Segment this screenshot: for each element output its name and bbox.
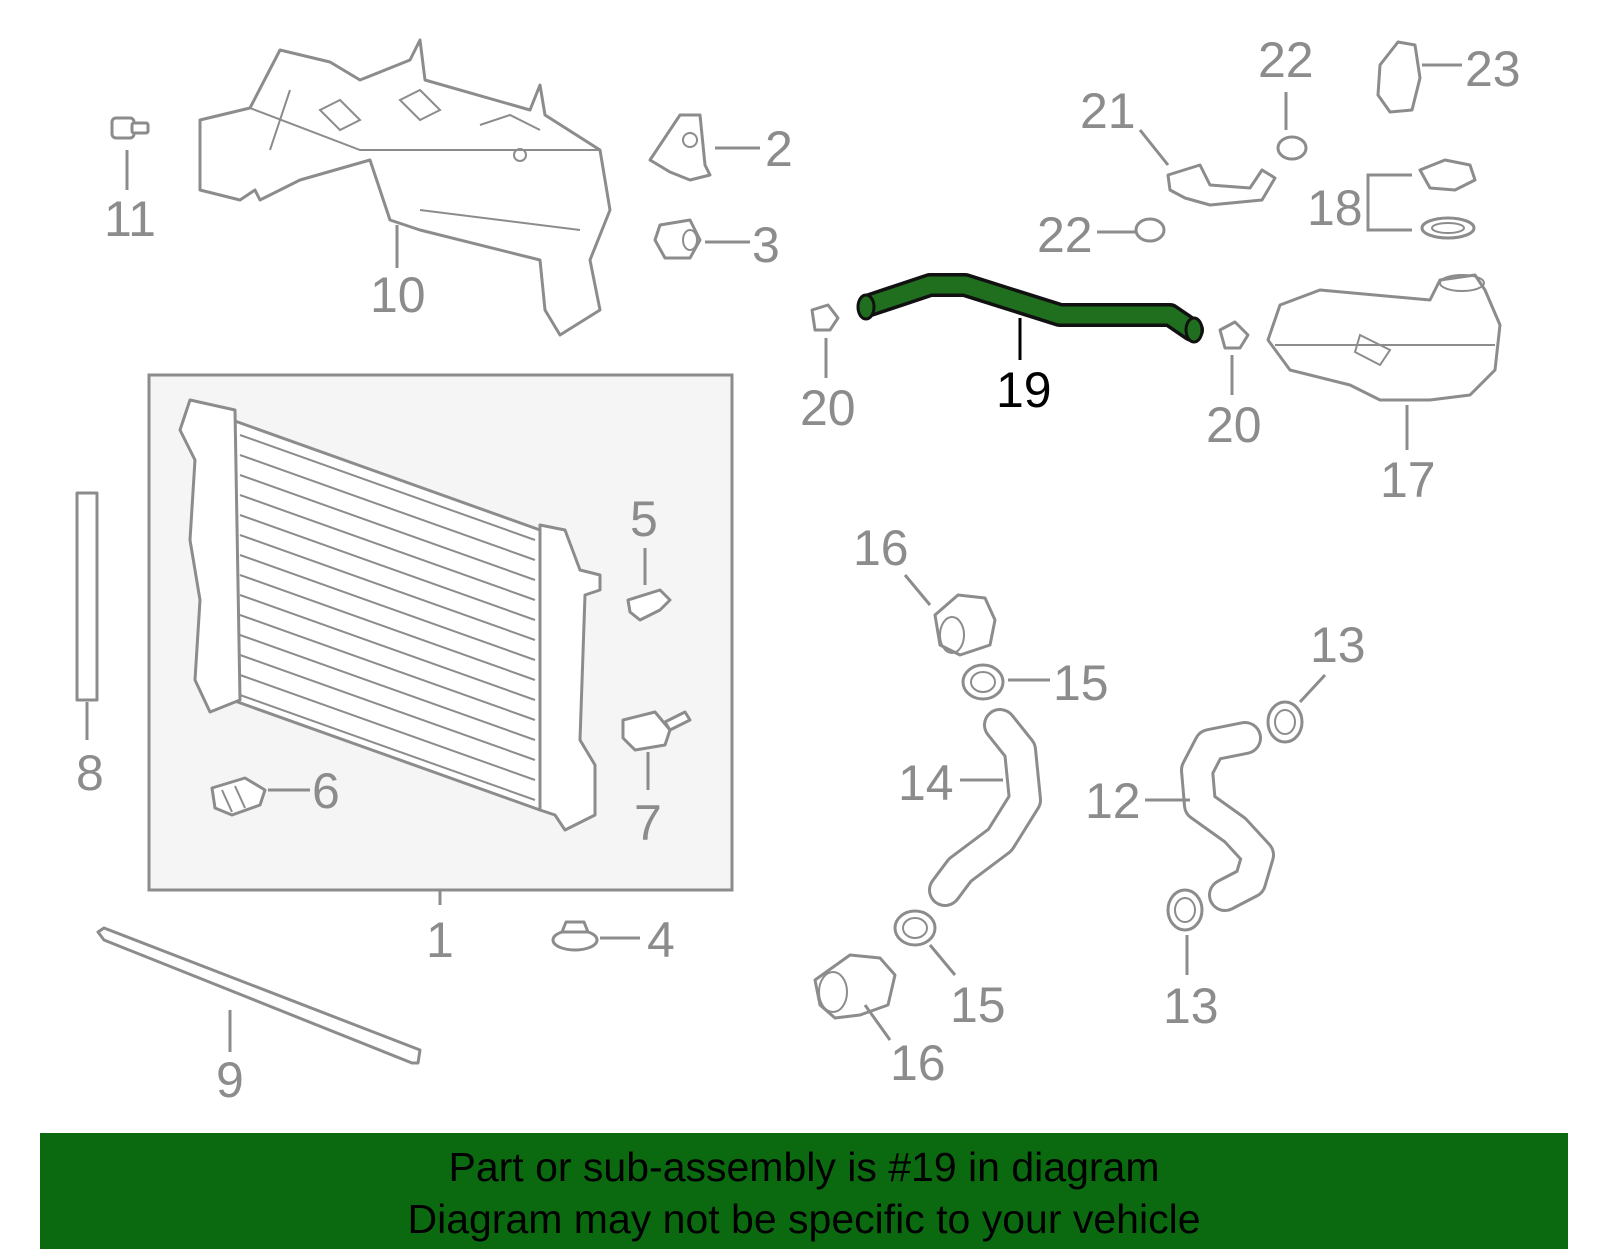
part-21-outlet-pipe xyxy=(1166,163,1277,207)
callout-5: 5 xyxy=(630,491,658,547)
callout-16b: 16 xyxy=(890,1035,946,1091)
part-6-drain-plug xyxy=(210,776,267,817)
part-18-seal xyxy=(1420,216,1476,240)
part-15-clamp-lower xyxy=(893,909,937,947)
callout-21: 21 xyxy=(1080,83,1136,139)
banner-line-disclaimer: Diagram may not be specific to your vehi… xyxy=(407,1196,1201,1242)
callout-23: 23 xyxy=(1465,41,1521,97)
part-4-retainer xyxy=(551,920,599,952)
leader-15b xyxy=(928,944,957,976)
callout-22a: 22 xyxy=(1258,32,1314,88)
part-11-bolt xyxy=(110,116,150,140)
leader-16a xyxy=(903,574,932,606)
callout-17: 17 xyxy=(1380,452,1436,508)
callout-12: 12 xyxy=(1085,773,1141,829)
callout-6: 6 xyxy=(312,763,340,819)
leader-13a xyxy=(1298,673,1327,704)
part-1-radiator xyxy=(178,398,602,832)
part-17-reservoir xyxy=(1266,273,1502,402)
part-3-insulator xyxy=(653,218,702,260)
part-13-clamp-lower xyxy=(1166,888,1204,932)
callout-20b: 20 xyxy=(1206,397,1262,453)
callout-4: 4 xyxy=(647,912,675,968)
callout-14: 14 xyxy=(898,755,954,811)
part-23-sensor xyxy=(1376,40,1422,114)
callout-11: 11 xyxy=(104,191,156,247)
callout-16a: 16 xyxy=(853,520,909,576)
leader-21 xyxy=(1138,129,1170,166)
callout-9: 9 xyxy=(216,1052,244,1108)
callout-20a: 20 xyxy=(800,380,856,436)
callout-3: 3 xyxy=(752,217,780,273)
part-16-outlet-lower xyxy=(813,953,897,1020)
part-12-hose xyxy=(1180,721,1275,912)
leader-18 xyxy=(1366,173,1412,232)
part-14-hose xyxy=(928,708,1042,907)
banner-line-part: Part or sub-assembly is #19 in diagram xyxy=(448,1144,1160,1190)
part-20-clamp-right xyxy=(1218,320,1250,350)
callout-13a: 13 xyxy=(1310,617,1366,673)
callout-22b: 22 xyxy=(1037,207,1093,263)
part-10-air-baffle xyxy=(198,38,612,337)
part-7-sensor xyxy=(621,710,692,752)
part-18-cap xyxy=(1418,158,1477,192)
part-5-sensor xyxy=(626,588,672,622)
info-banner: Part or sub-assembly is #19 in diagram D… xyxy=(40,1133,1568,1249)
callout-15a: 15 xyxy=(1053,655,1109,711)
part-19-hose-highlighted xyxy=(856,273,1204,344)
callout-18: 18 xyxy=(1307,180,1363,236)
callout-2: 2 xyxy=(765,121,793,177)
part-22-clamp-lower xyxy=(1134,217,1166,243)
part-13-clamp-upper xyxy=(1266,700,1304,744)
callout-7: 7 xyxy=(634,795,662,851)
part-16-outlet-upper xyxy=(933,593,997,657)
part-2-bracket xyxy=(648,113,712,182)
part-22-clamp-upper xyxy=(1276,135,1308,161)
part-9-lower-seal xyxy=(96,926,422,1065)
callout-13b: 13 xyxy=(1163,978,1219,1034)
part-15-clamp-upper xyxy=(961,663,1005,701)
part-20-clamp-left xyxy=(810,303,840,332)
callout-10: 10 xyxy=(370,267,426,323)
part-8-seal xyxy=(75,491,99,702)
callout-19: 19 xyxy=(996,362,1052,418)
callout-15b: 15 xyxy=(950,977,1006,1033)
callout-8: 8 xyxy=(76,745,104,801)
callout-1: 1 xyxy=(426,912,454,968)
leader-16b xyxy=(863,1004,892,1041)
